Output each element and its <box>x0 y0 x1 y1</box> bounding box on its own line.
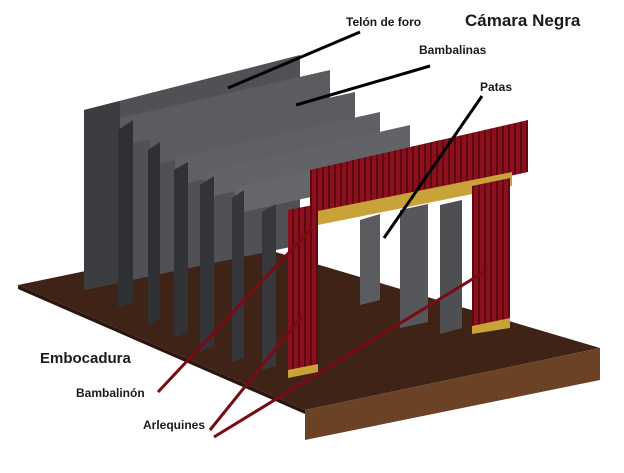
pointer-patas <box>382 95 484 239</box>
bambalina-4 <box>205 125 410 198</box>
pointer-telon-de-foro <box>227 30 361 90</box>
pointer-bambalinas <box>295 64 431 107</box>
bambalinon-gold-trim <box>298 172 512 229</box>
pata-right-3 <box>440 200 462 334</box>
pointer-lines <box>156 30 485 439</box>
arlequin-left <box>288 204 318 378</box>
pata-3 <box>174 162 188 338</box>
pointer-bambalinon <box>156 226 314 394</box>
pata-right-2 <box>400 204 428 328</box>
floor-left-edge <box>18 285 305 414</box>
pointer-arlequines-right <box>213 270 485 439</box>
arlequin-right-hem <box>472 318 510 334</box>
label-bambalinas: Bambalinas <box>419 43 487 57</box>
telon-de-foro-shade <box>84 101 120 290</box>
pointer-arlequines-left <box>208 315 304 431</box>
label-bambalinon: Bambalinón <box>76 386 145 400</box>
label-patas: Patas <box>480 80 513 94</box>
pata-6 <box>262 204 276 370</box>
label-embocadura: Embocadura <box>40 350 131 367</box>
arlequin-right <box>472 178 510 334</box>
floor-front <box>305 348 600 440</box>
bambalina-1 <box>120 70 330 146</box>
pata-4 <box>200 176 214 352</box>
bambalinon-curtain <box>310 120 528 220</box>
pata-2 <box>148 142 160 325</box>
pata-1 <box>118 120 133 308</box>
bambalina-2 <box>150 92 355 166</box>
embocadura-group <box>288 120 528 378</box>
pata-5 <box>232 190 244 362</box>
label-telon-de-foro: Telón de foro <box>346 15 422 29</box>
diagram-title: Cámara Negra <box>465 11 581 30</box>
arlequin-left-hem <box>288 364 318 378</box>
pata-right-1 <box>360 214 380 305</box>
patas-group <box>118 120 462 370</box>
label-arlequines: Arlequines <box>143 418 206 432</box>
